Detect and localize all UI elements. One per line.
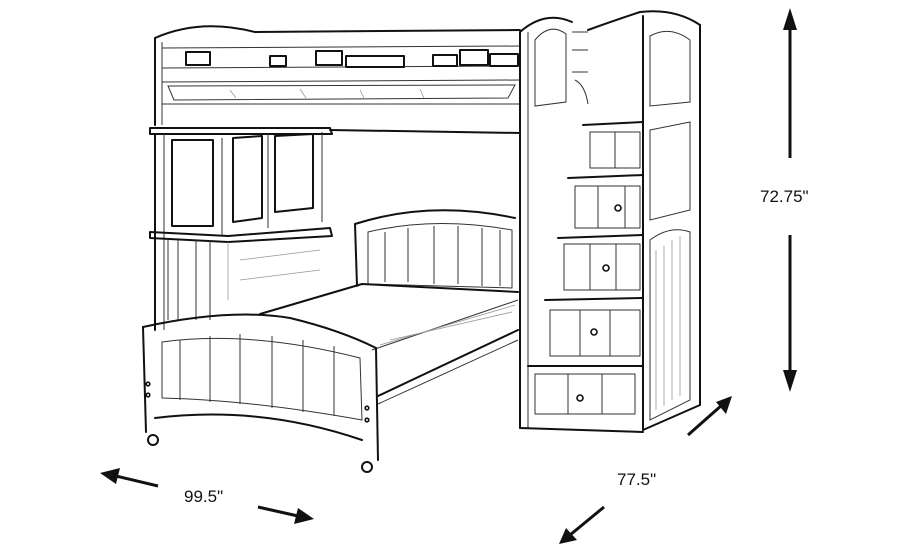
drawer-1 [582, 121, 644, 169]
upper-loft-bunk [154, 25, 521, 134]
depth-dimension-arrow [559, 396, 732, 544]
drawer-2 [567, 174, 644, 229]
bookcase [149, 127, 333, 331]
width-dimension-label: 99.5" [184, 487, 224, 506]
width-dimension-arrow [100, 468, 314, 524]
stair-chest [519, 10, 701, 433]
height-dimension-arrow [783, 8, 797, 392]
lower-twin-bed [142, 209, 519, 473]
height-dimension-label: 72.75" [760, 187, 809, 206]
drawer-3 [557, 234, 644, 291]
caster-icon [147, 434, 373, 473]
drawer-5 [527, 365, 644, 415]
depth-dimension-label: 77.5" [617, 470, 657, 489]
drawer-4 [544, 297, 644, 357]
